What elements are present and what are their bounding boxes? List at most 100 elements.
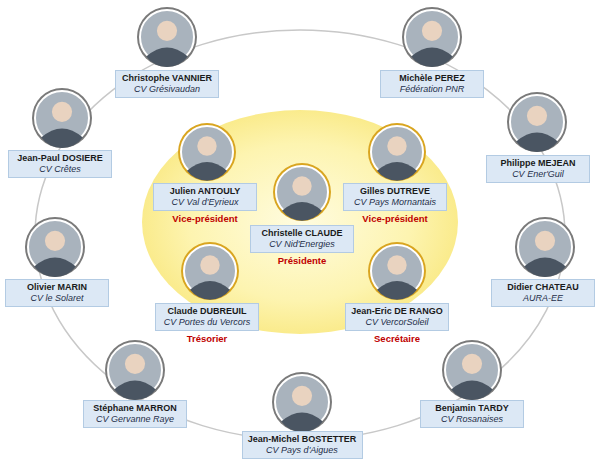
portrait-shoulders: [281, 412, 323, 432]
portrait-photo: [515, 217, 575, 277]
label-box: Claude DUBREUILCV Portes du Vercors: [155, 303, 259, 331]
member-name: Jean-Michel BOSTETTER: [247, 434, 358, 445]
portrait-head: [292, 386, 312, 406]
portrait-frame: [181, 242, 239, 300]
member-organisation: CV Pays Mornantais: [348, 197, 442, 208]
label-box: Jean-Eric DE RANGOCV VercorSoleil: [345, 303, 449, 331]
portrait-shoulders: [377, 162, 417, 181]
board-role: Vice-président: [153, 213, 257, 225]
portrait-frame: [442, 340, 502, 400]
member-name: Olivier MARIN: [10, 282, 104, 293]
portrait-frame: [178, 123, 236, 181]
member-card: Christelle CLAUDECV Nid'EnergiesPrésiden…: [250, 225, 354, 267]
member-card: Julien ANTOULYCV Val d'EyrieuxVice-prési…: [153, 183, 257, 225]
portrait-shoulders: [282, 202, 322, 221]
portrait-head: [527, 106, 547, 126]
member-organisation: CV Gervanne Raye: [88, 414, 182, 425]
portrait-shoulders: [41, 128, 83, 148]
label-box: Gilles DUTREVECV Pays Mornantais: [343, 183, 447, 211]
portrait-frame: [515, 217, 575, 277]
member-name: Philippe MEJEAN: [491, 158, 585, 169]
portrait-shoulders: [516, 132, 558, 152]
portrait-shoulders: [34, 257, 76, 277]
label-box: Julien ANTOULYCV Val d'Eyrieux: [153, 183, 257, 211]
portrait-photo: [272, 372, 332, 432]
member-organisation: CV Rosanaises: [425, 414, 519, 425]
portrait-head: [535, 231, 555, 251]
member-name: Stéphane MARRON: [88, 403, 182, 414]
portrait-shoulders: [411, 47, 453, 67]
portrait-frame: [25, 217, 85, 277]
portrait-head: [387, 255, 406, 274]
member-card: Jean-Michel BOSTETTERCV Pays d'Aigues: [242, 431, 363, 459]
member-card: Stéphane MARRONCV Gervanne Raye: [83, 400, 187, 428]
portrait-frame: [272, 372, 332, 432]
member-card: Claude DUBREUILCV Portes du VercorsTréso…: [155, 303, 259, 345]
portrait-shoulders: [114, 380, 156, 400]
portrait-photo: [442, 340, 502, 400]
member-name: Gilles DUTREVE: [348, 186, 442, 197]
portrait-head: [125, 354, 145, 374]
label-box: Michèle PEREZFédération PNR: [380, 70, 484, 98]
member-name: Jean-Paul DOSIERE: [13, 153, 107, 164]
label-box: Stéphane MARRONCV Gervanne Raye: [83, 400, 187, 428]
portrait-frame: [368, 242, 426, 300]
label-box: Christelle CLAUDECV Nid'Energies: [250, 225, 354, 253]
member-card: Michèle PEREZFédération PNR: [380, 70, 484, 98]
portrait-photo: [178, 123, 236, 181]
portrait-photo: [105, 340, 165, 400]
portrait-frame: [273, 163, 331, 221]
label-box: Jean-Michel BOSTETTERCV Pays d'Aigues: [242, 431, 363, 459]
member-ring: [35, 30, 565, 440]
portrait-head: [422, 21, 442, 41]
label-box: Olivier MARINCV le Solaret: [5, 279, 109, 307]
member-name: Julien ANTOULY: [158, 186, 252, 197]
board-role: Présidente: [250, 255, 354, 267]
board-role: Trésorier: [155, 333, 259, 345]
member-name: Jean-Eric DE RANGO: [350, 306, 444, 317]
member-organisation: CV Ener'Guil: [491, 169, 585, 180]
member-organisation: CV le Solaret: [10, 293, 104, 304]
member-name: Christophe VANNIER: [120, 73, 214, 84]
member-card: Christophe VANNIERCV Grésivaudan: [115, 70, 219, 98]
portrait-frame: [507, 92, 567, 152]
label-box: Christophe VANNIERCV Grésivaudan: [115, 70, 219, 98]
member-organisation: Fédération PNR: [385, 84, 479, 95]
member-name: Michèle PEREZ: [385, 73, 479, 84]
member-organisation: CV Crêtes: [13, 164, 107, 175]
portrait-shoulders: [377, 281, 417, 300]
member-card: Gilles DUTREVECV Pays MornantaisVice-pré…: [343, 183, 447, 225]
portrait-photo: [368, 123, 426, 181]
portrait-frame: [368, 123, 426, 181]
member-organisation: CV Portes du Vercors: [160, 317, 254, 328]
member-card: Olivier MARINCV le Solaret: [5, 279, 109, 307]
member-organisation: CV Val d'Eyrieux: [158, 197, 252, 208]
portrait-frame: [32, 88, 92, 148]
portrait-shoulders: [190, 281, 230, 300]
portrait-frame: [137, 7, 197, 67]
member-organisation: CV Nid'Energies: [255, 239, 349, 250]
portrait-shoulders: [187, 162, 227, 181]
member-card: Benjamin TARDYCV Rosanaises: [420, 400, 524, 428]
portrait-photo: [402, 7, 462, 67]
member-organisation: AURA-EE: [496, 293, 590, 304]
portrait-frame: [105, 340, 165, 400]
member-name: Christelle CLAUDE: [255, 228, 349, 239]
portrait-photo: [25, 217, 85, 277]
member-organisation: CV Grésivaudan: [120, 84, 214, 95]
portrait-shoulders: [146, 47, 188, 67]
portrait-shoulders: [524, 257, 566, 277]
member-organisation: CV Pays d'Aigues: [247, 445, 358, 456]
portrait-head: [157, 21, 177, 41]
member-organisation: CV VercorSoleil: [350, 317, 444, 328]
label-box: Jean-Paul DOSIERECV Crêtes: [8, 150, 112, 178]
member-card: Didier CHATEAUAURA-EE: [491, 279, 595, 307]
portrait-head: [200, 255, 219, 274]
portrait-head: [197, 136, 216, 155]
portrait-head: [387, 136, 406, 155]
portrait-frame: [402, 7, 462, 67]
member-card: Jean-Eric DE RANGOCV VercorSoleilSecréta…: [345, 303, 449, 345]
portrait-photo: [32, 88, 92, 148]
member-name: Claude DUBREUIL: [160, 306, 254, 317]
member-name: Benjamin TARDY: [425, 403, 519, 414]
